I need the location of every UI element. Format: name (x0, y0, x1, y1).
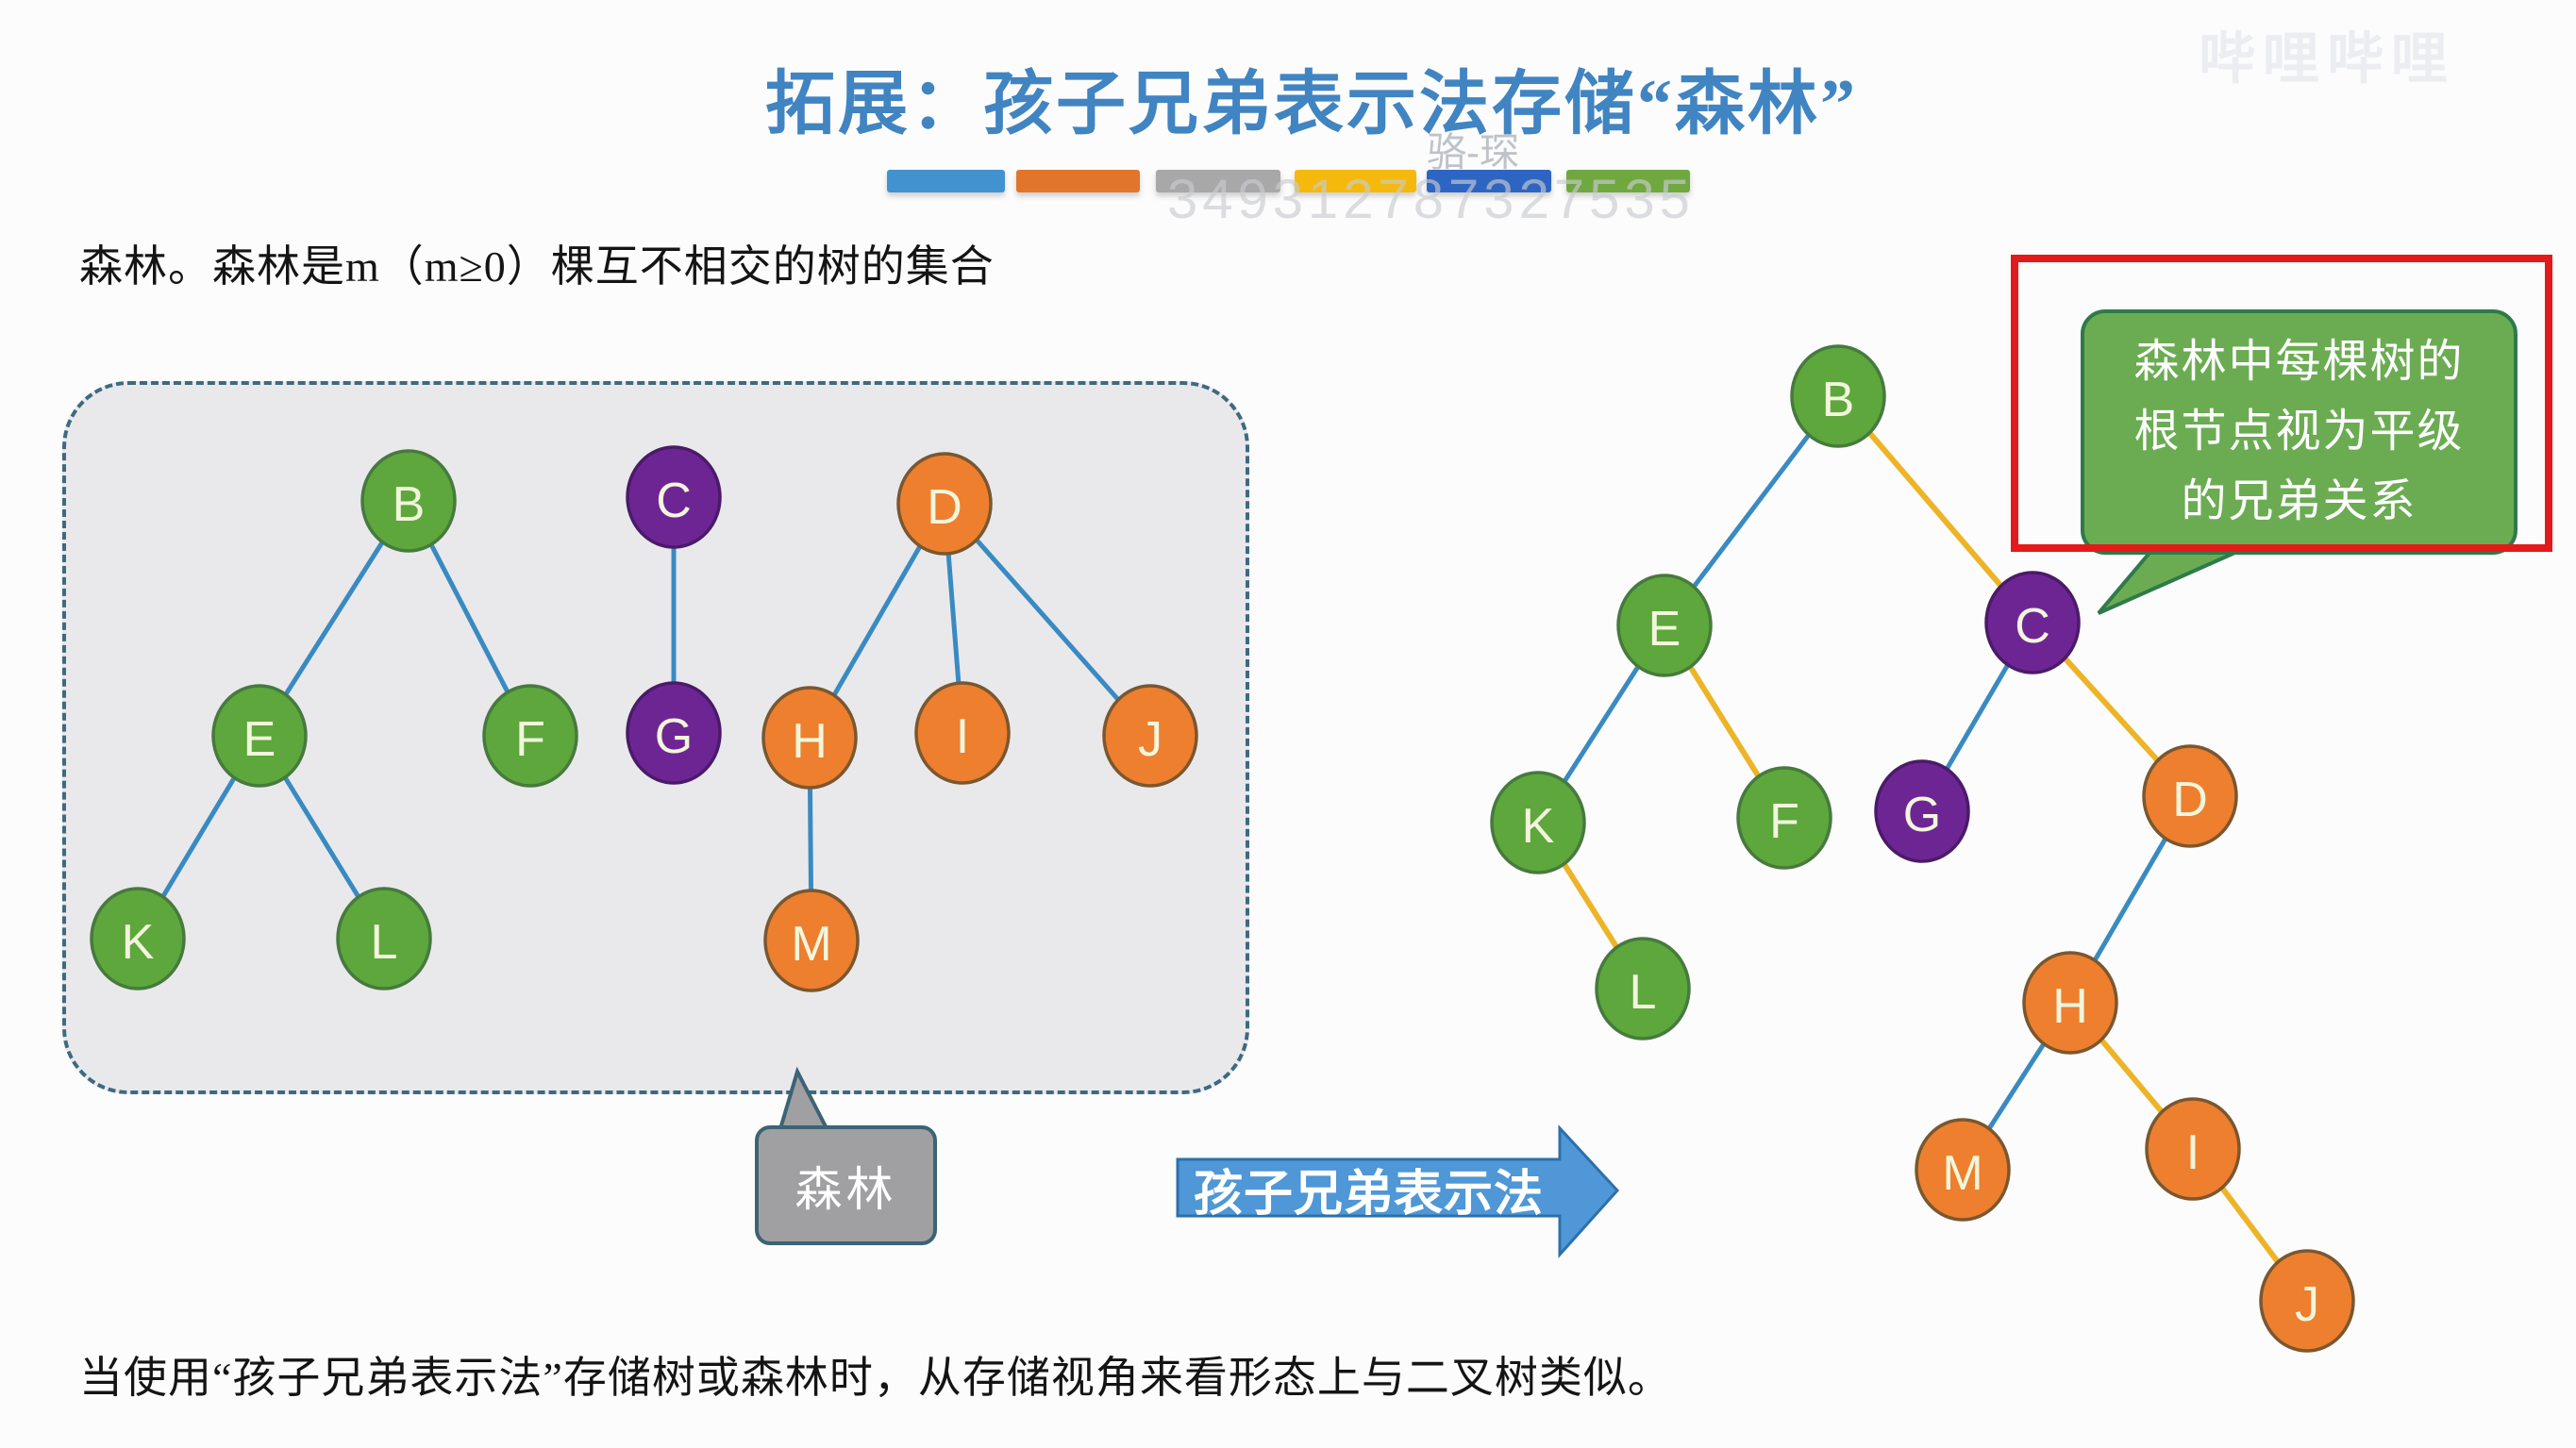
binary-node-label-B: B (1822, 373, 1855, 427)
binary-node-K (1490, 771, 1586, 874)
forest-node-label-M: M (791, 917, 831, 972)
forest-node-label-I: I (956, 709, 969, 764)
binary-node-label-J: J (2295, 1277, 2319, 1332)
binary-node-E (1616, 574, 1713, 677)
forest-node-I (914, 681, 1011, 785)
forest-node-label-D: D (927, 480, 962, 535)
forest-node-C (626, 445, 722, 549)
title-underline-bar (1566, 170, 1690, 192)
annotation-bubble: 森林中每棵树的 根节点视为平级 的兄弟关系 (2081, 309, 2517, 555)
forest-node-label-L: L (371, 915, 398, 970)
forest-node-label-H: H (792, 714, 828, 769)
title-underline-bar (1016, 170, 1140, 192)
binary-node-D (2142, 744, 2238, 848)
forest-node-G (626, 681, 722, 785)
title-underline-bar (1427, 170, 1551, 192)
forest-node-label-J: J (1138, 712, 1163, 767)
forest-node-label-F: F (515, 712, 545, 767)
binary-node-B (1790, 344, 1886, 448)
highlight-rectangle (2011, 255, 2552, 552)
forest-node-B (360, 449, 457, 553)
annotation-line: 根节点视为平级 (2133, 407, 2465, 457)
title-underline-bar (887, 170, 1005, 192)
forest-node-label-C: C (656, 474, 692, 528)
forest-edge-D-J (943, 502, 1152, 738)
binary-node-label-M: M (1942, 1146, 1982, 1201)
binary-node-I (2145, 1097, 2241, 1201)
forest-node-D (896, 452, 993, 556)
forest-callout-tail (777, 1066, 832, 1134)
forest-node-label-E: E (243, 712, 276, 767)
binary-node-label-K: K (1522, 799, 1555, 854)
transform-arrow-label: 孩子兄弟表示法 (1193, 1167, 1544, 1222)
slide-title: 拓展：孩子兄弟表示法存储“森林” (765, 66, 1858, 143)
forest-node-E (211, 684, 308, 788)
forest-node-label-K: K (122, 915, 155, 970)
binary-node-label-D: D (2172, 773, 2208, 827)
binary-node-L (1595, 937, 1691, 1040)
binary-node-H (2022, 951, 2118, 1055)
binary-node-M (1915, 1118, 2011, 1222)
binary-node-J (2259, 1249, 2355, 1353)
binary-node-label-L: L (1630, 965, 1657, 1020)
forest-node-H (761, 686, 858, 790)
binary-node-F (1736, 766, 1832, 870)
binary-node-label-F: F (1769, 794, 1799, 849)
binary-node-G (1874, 759, 1970, 863)
uploader-watermark: 骆-琛 (1427, 130, 1519, 175)
annotation-line: 森林中每棵树的 (2133, 337, 2465, 387)
forest-callout-bubble: 森林 (755, 1125, 937, 1245)
bilibili-watermark: 哔哩哔哩 (2199, 27, 2455, 91)
forest-node-L (336, 887, 432, 990)
summary-text: 当使用“孩子兄弟表示法”存储树或森林时，从存储视角来看形态上与二叉树类似。 (79, 1354, 1672, 1402)
forest-node-J (1102, 684, 1198, 788)
transform-arrow (1176, 1124, 1620, 1258)
annotation-line: 的兄弟关系 (2181, 476, 2417, 526)
title-underline-bar (1156, 170, 1280, 192)
forest-callout-label: 森林 (795, 1162, 897, 1216)
binary-node-label-I: I (2186, 1125, 2200, 1180)
binary-node-label-G: G (1903, 788, 1941, 842)
title-underline-bar (1295, 170, 1416, 192)
binary-node-C (1984, 571, 2081, 674)
binary-node-label-E: E (1648, 602, 1681, 657)
forest-node-label-G: G (655, 709, 693, 764)
uid-watermark: 349312787327535 (1167, 169, 1695, 230)
forest-node-F (482, 684, 578, 788)
forest-node-label-B: B (393, 477, 426, 532)
binary-node-label-H: H (2052, 979, 2088, 1034)
binary-node-label-C: C (2015, 599, 2050, 654)
forest-node-M (763, 889, 860, 992)
forest-definition-text: 森林。森林是m（m≥0）棵互不相交的树的集合 (79, 242, 995, 291)
forest-node-K (90, 887, 186, 990)
